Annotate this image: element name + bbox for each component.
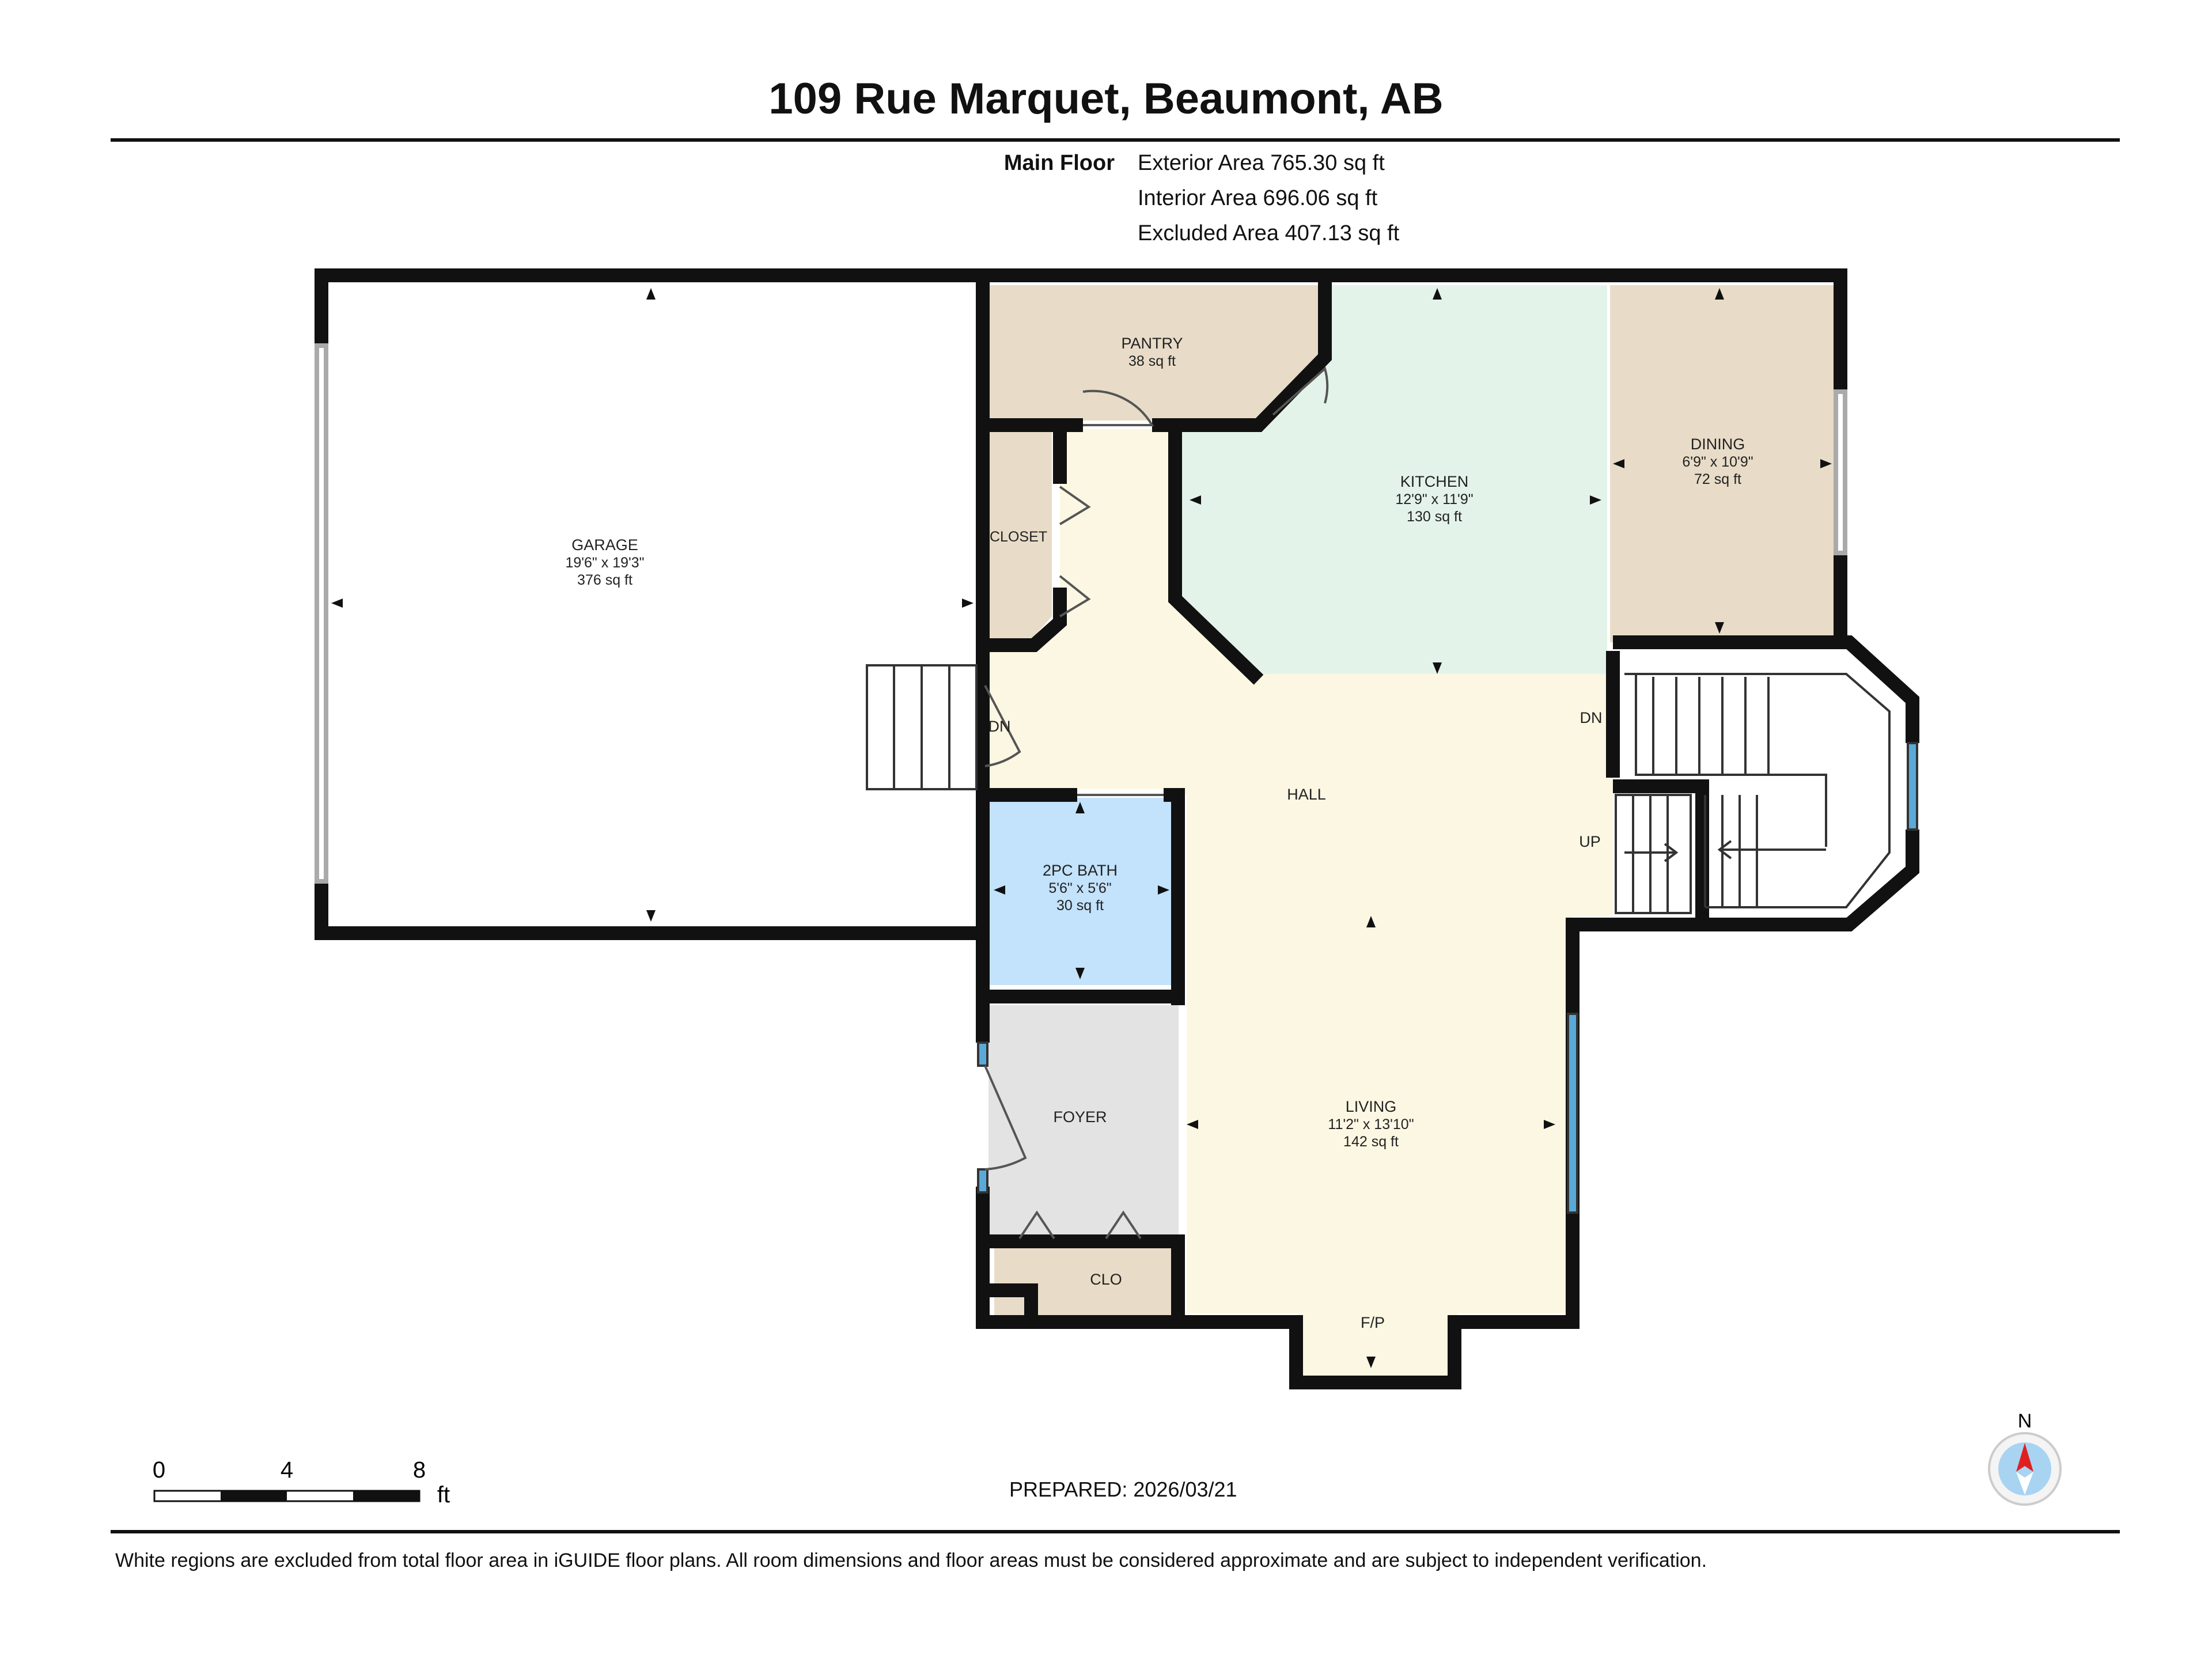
clo-label: CLO [1090,1271,1122,1288]
garage-window [315,343,328,884]
bath-floor [988,798,1173,985]
prepared-date: PREPARED: 2026/03/21 [1009,1478,1237,1501]
disclaimer-text: White regions are excluded from total fl… [115,1550,1707,1571]
kitchen-area: 130 sq ft [1407,509,1462,525]
scale-tick-8: 8 [413,1457,426,1483]
compass-label: N [2018,1410,2032,1432]
clo-wall [983,1234,1185,1322]
walls [315,268,1919,1389]
closet-wall-2 [983,588,1067,652]
closet-label: CLOSET [990,529,1047,545]
living-label: LIVING [1346,1098,1397,1115]
scale-tick-4: 4 [281,1457,293,1483]
scale-tick-0: 0 [153,1457,165,1483]
north-wall [983,268,1847,392]
kitchen-island-wall [1168,425,1264,685]
garage-floor [321,282,983,933]
living-area: 142 sq ft [1343,1134,1399,1150]
dining-floor [1610,285,1838,642]
stair-inner-wall [1613,779,1709,922]
doors [984,366,1329,1240]
pantry-label: PANTRY [1121,335,1183,352]
scale-unit: ft [437,1482,450,1508]
living-window [1567,1013,1578,1214]
garage-wall [315,268,990,940]
clo-door-right [1105,1210,1142,1240]
dining-label: DINING [1691,435,1745,453]
clo-door-left [1018,1210,1055,1240]
title-divider [111,138,2120,142]
pantry-floor [988,285,1325,421]
kitchen-pantry-door [1272,366,1329,416]
dining-area: 72 sq ft [1694,471,1741,487]
excluded-area: Excluded Area 407.13 sq ft [1138,221,1400,245]
north-arrow-icon [1988,1432,2062,1506]
foyer-floor [988,1005,1179,1238]
closet-floor [988,429,1052,639]
fp-floor [1299,1313,1457,1377]
bath-area: 30 sq ft [1056,897,1104,914]
bath-wall-2 [983,788,1185,1003]
foyer-label: FOYER [1053,1108,1107,1126]
foyer-door-swing [984,1065,1027,1171]
garage-steps [866,664,978,790]
interior-area: Interior Area 696.06 sq ft [1138,186,1378,210]
exterior-area: Exterior Area 765.30 sq ft [1138,151,1385,175]
kitchen-dims: 12'9" x 11'9" [1395,491,1473,507]
bath-dims: 5'6" x 5'6" [1048,880,1111,896]
pantry-south-wall-2 [1152,275,1332,432]
garage-dims: 19'6" x 19'3" [565,555,644,571]
bay-wall [1613,635,1919,743]
up-label: UP [1579,833,1601,850]
dining-window [1834,389,1847,555]
kitchen-floor [1175,285,1607,674]
foyer-window-top [977,1041,988,1067]
living-dims: 11'2" x 13'10" [1328,1116,1414,1132]
dimension-arrows [331,288,1832,1368]
kitchen-label: KITCHEN [1400,473,1469,490]
plan-title: 109 Rue Marquet, Beaumont, AB [768,74,1444,123]
bay-window [1907,742,1918,831]
closet-door-bottom [1059,575,1091,618]
foyer-window-bottom [977,1168,988,1194]
living-floor [1187,916,1573,1313]
hall-label: HALL [1287,786,1326,803]
stair-arrow-left [1717,840,1826,859]
floor-label: Main Floor [1003,151,1115,175]
bay-wall-lower [976,830,1919,1389]
pantry-door-swing [1082,389,1154,426]
clo-floor [994,1247,1179,1319]
garage-door-swing [984,685,1021,767]
dining-dims: 6'9" x 10'9" [1682,454,1753,470]
stair-arrow-right [1624,843,1679,862]
garage-label: GARAGE [571,536,638,554]
footer-divider [111,1530,2120,1533]
bath-label: 2PC BATH [1043,862,1118,879]
scale-bar [153,1490,421,1502]
garage-area: 376 sq ft [577,572,632,588]
closet-door-top [1059,486,1091,525]
pantry-area: 38 sq ft [1128,353,1176,369]
staircase [1615,673,1891,914]
dn-left-label: DN [988,718,1011,735]
windows [315,343,1918,1214]
room-fills [321,282,1918,1377]
fp-label: F/P [1361,1314,1385,1331]
dn-right-label: DN [1580,709,1603,726]
room-labels: GARAGE 19'6" x 19'3" 376 sq ft PANTRY 38… [565,335,1753,1331]
